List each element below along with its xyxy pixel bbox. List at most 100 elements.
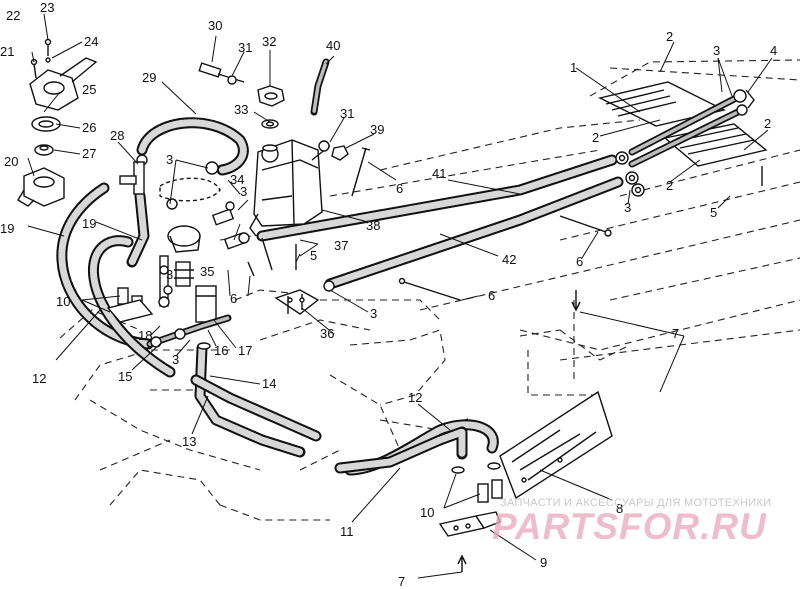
callout-2: 2 [666, 29, 673, 44]
callout-6: 6 [396, 181, 403, 196]
callout-6: 6 [488, 288, 495, 303]
coolant-hose-19-upper [126, 190, 150, 268]
bolt-30 [198, 62, 245, 85]
hose-clamps-exchanger [323, 151, 645, 292]
callout-6: 6 [576, 254, 583, 269]
callout-12: 12 [32, 371, 46, 386]
callout-12: 12 [408, 390, 422, 405]
thermostat-cover [29, 57, 98, 111]
mount-arrows-7 [457, 166, 763, 572]
callout-7: 7 [672, 326, 679, 341]
callout-30: 30 [208, 18, 222, 33]
callout-29: 29 [142, 70, 156, 85]
callout-10: 10 [56, 294, 70, 309]
tee-fitting-28 [119, 161, 145, 195]
callout-28: 28 [110, 128, 124, 143]
bleed-screws-10-left [106, 287, 154, 323]
watermark-site: PARTSFOR.RU [492, 506, 767, 547]
callout-7: 7 [398, 574, 405, 589]
bracket-9 [438, 511, 501, 537]
callout-22: 22 [6, 8, 20, 23]
callout-38: 38 [366, 218, 380, 233]
callout-37: 37 [334, 238, 348, 253]
callout-14: 14 [262, 376, 276, 391]
callout-4: 4 [770, 43, 777, 58]
vent-tube-40 [310, 58, 330, 116]
callout-31: 31 [340, 106, 354, 121]
rod-6-lower [398, 277, 461, 301]
callout-33: 33 [234, 102, 248, 117]
callout-17: 17 [238, 343, 252, 358]
heat-exchanger-8 [499, 390, 613, 500]
heat-exchanger-manifold [628, 89, 755, 168]
callout-2: 2 [666, 178, 673, 193]
coolant-hose-19 [56, 182, 154, 350]
callout-10: 10 [420, 505, 434, 520]
callout-36: 36 [320, 326, 334, 341]
callout-5: 5 [710, 205, 717, 220]
callout-labels: 1 2 2 2 2 3 3 3 3 3 3 3 4 5 5 6 6 6 6 7 … [0, 0, 777, 589]
callout-6: 6 [230, 291, 237, 306]
callout-19: 19 [0, 221, 14, 236]
clamps-mid [159, 198, 178, 295]
callout-24: 24 [84, 34, 98, 49]
callout-11: 11 [340, 524, 354, 539]
callout-39: 39 [370, 122, 384, 137]
callout-21: 21 [0, 44, 14, 59]
rods-6-mid [247, 237, 297, 277]
callout-27: 27 [82, 146, 96, 161]
coolant-hose-12-right [334, 419, 499, 476]
callout-40: 40 [326, 38, 340, 53]
coolant-hose-42 [324, 176, 624, 290]
callout-42: 42 [502, 252, 516, 267]
callout-1: 1 [570, 60, 577, 75]
callout-32: 32 [262, 34, 276, 49]
watermark-tagline: ЗАПЧАСТИ И АКСЕССУАРЫ ДЛЯ МОТОТЕХНИКИ [500, 497, 771, 509]
callout-25: 25 [82, 82, 96, 97]
bottle-cap [257, 85, 285, 129]
callout-19: 19 [82, 216, 96, 231]
coolant-hose-12-left [87, 235, 176, 378]
coolant-hose-13 [194, 342, 306, 458]
coolant-hose-41 [256, 154, 618, 242]
callout-3: 3 [713, 43, 720, 58]
callout-2: 2 [592, 130, 599, 145]
leader-lines [27, 13, 773, 579]
callout-34: 34 [230, 172, 244, 187]
callout-2: 2 [764, 116, 771, 131]
callout-3: 3 [166, 152, 173, 167]
nut-31b-39 [318, 140, 349, 161]
coolant-bottle [249, 139, 331, 237]
water-pump-body [159, 177, 221, 253]
callout-9: 9 [540, 555, 547, 570]
thermostat [34, 144, 54, 156]
callout-13: 13 [182, 434, 196, 449]
callout-3: 3 [624, 200, 631, 215]
callout-16: 16 [214, 343, 228, 358]
coolant-hose-14 [190, 342, 322, 442]
callout-41: 41 [432, 166, 446, 181]
bracket-36 [274, 289, 320, 315]
rod-6-upper [351, 147, 371, 197]
coolant-tube-15-18 [146, 314, 232, 348]
callout-35: 35 [200, 264, 214, 279]
callout-3: 3 [240, 184, 247, 199]
rod-6-right [559, 215, 612, 237]
heat-exchanger-upper [597, 81, 727, 127]
callout-3: 3 [166, 267, 173, 282]
callout-5: 5 [310, 248, 317, 263]
callout-31: 31 [238, 40, 252, 55]
callout-20: 20 [4, 154, 18, 169]
callout-8: 8 [616, 501, 623, 516]
bleed-screws-10-right [451, 462, 503, 503]
thermostat-gasket [31, 116, 61, 132]
watermark: ЗАПЧАСТИ И АКСЕССУАРЫ ДЛЯ МОТОТЕХНИКИ PA… [492, 497, 771, 547]
callout-23: 23 [40, 0, 54, 15]
coolant-hose-29 [136, 117, 249, 176]
callout-18: 18 [138, 328, 152, 343]
thermostat-housing [17, 167, 65, 207]
callout-26: 26 [82, 120, 96, 135]
callout-15: 15 [118, 369, 132, 384]
callout-3: 3 [172, 352, 179, 367]
